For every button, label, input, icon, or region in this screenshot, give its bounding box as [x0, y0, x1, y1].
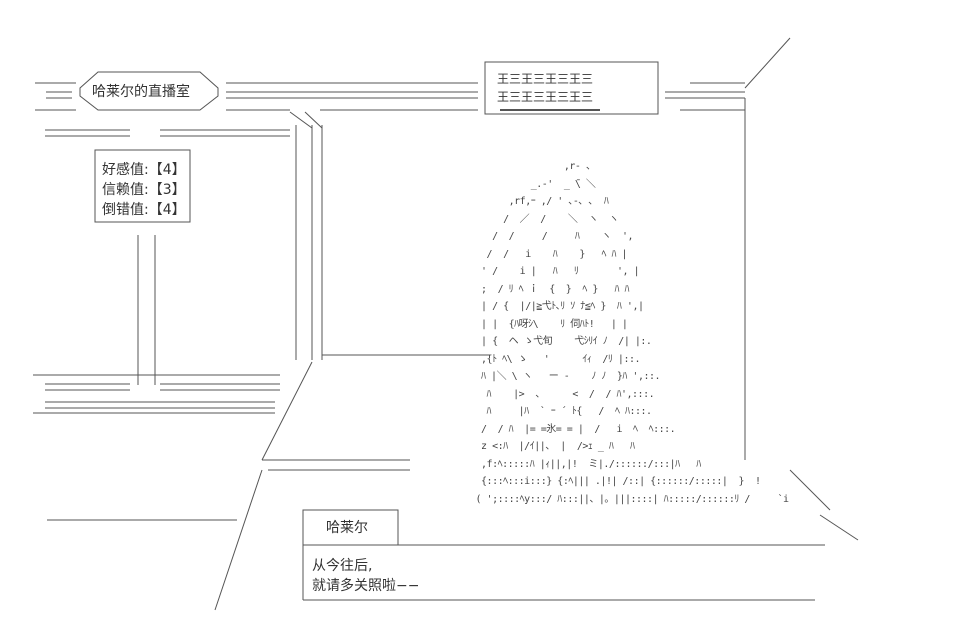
dialogue-text: 从今往后, 就请多关照啦−− [312, 556, 419, 596]
art-line: / / ﾊ |= =氷= = | / i ﾍ ﾍ:::. [470, 423, 676, 435]
banner: 王三王三王三王三王三王三王三王三 [497, 70, 593, 106]
art-line: ; / ﾘ ﾍ ｉ { } ﾍ } ﾊ ﾊ [470, 283, 629, 295]
stat-trust: 信赖值:【3】 [102, 182, 186, 198]
stat-value: 【4】 [148, 162, 186, 178]
banner-box-outline [484, 61, 659, 115]
page-title: 哈莱尔的直播室 [92, 84, 190, 100]
top-rail [45, 82, 745, 137]
art-line: ( ';::::ﾍy:::/ ﾊ:::||、|。|||::::| ﾊ:::::/… [470, 493, 790, 505]
art-line: / / / ﾊ ヽ ', [470, 231, 634, 242]
art-line: ' / i | ﾊ ﾘ ', | [470, 266, 640, 277]
stat-label: 信赖值 [102, 182, 144, 198]
stat-value: 【3】 [148, 182, 186, 198]
stats-panel: 好感值:【4】信赖值:【3】倒错值:【4】 [102, 160, 186, 220]
title-box-outline [79, 71, 219, 111]
art-line: | { ヘ ゝ弋旬 弋ｼﾘｲ ﾉ /| |:. [470, 336, 652, 347]
banner-line: 王三王三王三王三 [497, 72, 594, 86]
stats-box-outline [94, 149, 191, 223]
art-line: ﾊ |＼ \ ヽ ー ‐ ﾉ ﾉ }ﾊ ',::. [470, 371, 661, 382]
art-line: / / i ﾊ } ﾍ ﾊ | [470, 248, 628, 260]
art-line: z <:ﾊ |/ｲ||、 | />ｪ _ ﾊ ﾊ [470, 441, 635, 452]
art-line: ﾊ |> 、 < / / ﾊ',:::. [470, 388, 655, 400]
stat-perversion: 倒错值:【4】 [102, 202, 186, 218]
stat-value: 【4】 [148, 202, 186, 218]
stat-label: 倒错值 [102, 202, 144, 218]
art-line: _.‐' _ ̄\ ＼ [470, 178, 596, 190]
dialogue-line: 就请多关照啦−− [312, 578, 420, 594]
art-line: | | {ﾊ呀ｼ\ ﾘ 伺ﾊﾄ! | | [470, 318, 628, 330]
dialogue-line: 从今往后, [312, 558, 373, 574]
art-line: ﾊ |ﾊ ` ｰ ´ ﾄ{ / ﾍ ﾊ:::. [470, 406, 653, 417]
character-ascii-art: ,r‐ 、 _.‐' _ ̄\ ＼ ,rf,ｰ ,/ ' ､-､ ､ ﾊ / ／… [470, 158, 790, 508]
stat-label: 好感值 [102, 162, 144, 178]
art-line: / ／ / ＼ ヽ ヽ [470, 213, 619, 225]
art-line: ,r‐ 、 [470, 161, 596, 172]
art-line: {:::ﾍ:::i:::} {:ﾍ||| .|!| /::| {::::::/:… [470, 476, 761, 487]
art-line: ,f:ﾍ:::::ﾊ |ｨ||,|! ミ|./::::::/:::|ﾊ ﾊ [470, 458, 701, 470]
art-line: ,{ﾄ ﾍ\ ゝ ' ｲｨ /ﾘ |::. [470, 353, 641, 365]
speaker-name: 哈莱尔 [326, 520, 368, 536]
art-line: | / { |/|≧弋ﾄ､ﾘ ｿ ﾅ≦ﾍ } ﾊ ',| [470, 301, 644, 312]
stat-affection: 好感值:【4】 [102, 162, 186, 178]
art-line: ,rf,ｰ ,/ ' ､-､ ､ ﾊ [470, 196, 609, 207]
banner-line: 王三王三王三王三 [497, 90, 594, 104]
